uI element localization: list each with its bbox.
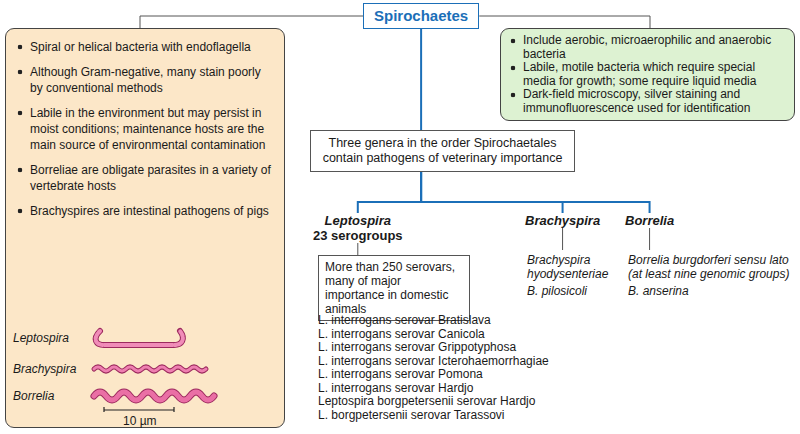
node-text: L. interrogans serovar Bratislava xyxy=(318,314,549,328)
borrelia-outline xyxy=(94,392,214,400)
brachyspira-outline xyxy=(94,367,206,371)
node-text: More than 250 serovars, many of major im… xyxy=(325,260,463,316)
connector-line xyxy=(649,228,650,250)
node-subtext: B. pilosicoli xyxy=(527,284,627,298)
node-subtext: Dark-field microscopy, silver staining a… xyxy=(509,88,786,115)
scale-bar-tick xyxy=(103,407,104,412)
node-subtext: Although Gram-negative, many stain poorl… xyxy=(16,64,274,96)
species-list: Brachyspira hyodysenteriae B. pilosicoli xyxy=(527,250,627,301)
genus-heading: Borrelia xyxy=(625,213,674,228)
node-text: Borrelia burgdorferi sensu lato (at leas… xyxy=(628,253,793,281)
connector-line xyxy=(562,228,563,250)
genus-heading: Brachyspira xyxy=(525,213,600,228)
node-text: Brachyspira hyodysenteriae xyxy=(527,253,627,281)
node-text: Borrelia xyxy=(625,213,674,228)
title-box: Spirochaetes xyxy=(363,3,479,29)
node-text: Include aerobic, microaerophilic and ana… xyxy=(509,34,786,61)
species-list: Borrelia burgdorferi sensu lato (at leas… xyxy=(628,250,793,301)
genus-heading: Leptospira23 serogroups xyxy=(313,213,403,243)
connector-line xyxy=(479,16,650,28)
connector-line xyxy=(420,29,422,130)
node-subtext: Labile in the environment but may persis… xyxy=(16,105,274,153)
node-subtext: Borreliae are obligate parasites in a va… xyxy=(16,162,274,194)
leptospira-coils xyxy=(96,331,183,345)
borrelia-figure xyxy=(94,392,214,400)
node-subtext: Labile, motile bacteria which require sp… xyxy=(509,61,786,88)
node-text: Three genera in the order Spirochaetales… xyxy=(319,136,566,166)
info-panel: Spiral or helical bacteria with endoflag… xyxy=(5,28,285,428)
scale-bar xyxy=(104,407,174,412)
node-subtext: B. anserina xyxy=(628,284,793,298)
connector-line xyxy=(421,172,649,213)
node-text: Spiral or helical bacteria with endoflag… xyxy=(16,39,274,55)
node-subtext: Leptospira borgpetersenii serovar Hardjo xyxy=(318,395,549,409)
brachyspira-body xyxy=(94,367,206,371)
node-subtext: L. borgpetersenii serovar Tarassovi xyxy=(318,409,549,423)
node-subtext: Borrelia xyxy=(13,389,54,403)
connector-line xyxy=(358,172,421,213)
node-subtext: L. interrogans serovar Icterohaemorrhagi… xyxy=(318,355,549,369)
scale-bar-line xyxy=(104,409,174,410)
connector-line xyxy=(357,243,358,255)
node-text: Leptospira xyxy=(313,213,403,228)
process-box: More than 250 serovars, many of major im… xyxy=(318,255,470,321)
node-subtext: L. interrogans serovar Grippotyphosa xyxy=(318,341,549,355)
connector-line xyxy=(421,172,562,213)
node-subtext: 23 serogroups xyxy=(313,228,403,243)
node-subtext: Brachyspires are intestinal pathogens of… xyxy=(16,203,274,219)
process-box: Three genera in the order Spirochaetales… xyxy=(310,130,575,172)
brachyspira-figure xyxy=(94,367,206,371)
node-subtext: Brachyspira xyxy=(13,362,76,376)
node-subtext: L. interrogans serovar Hardjo xyxy=(318,382,549,396)
node-subtext: L. interrogans serovar Canicola xyxy=(318,328,549,342)
scale-bar-tick xyxy=(173,407,174,412)
connector-line xyxy=(140,16,363,28)
leptospira-outline xyxy=(96,331,183,345)
borrelia-body xyxy=(94,392,214,400)
node-subtext: 10 µm xyxy=(123,414,157,428)
info-panel: Include aerobic, microaerophilic and ana… xyxy=(500,28,795,121)
node-subtext: Leptospira xyxy=(13,331,69,345)
leptospira-figure xyxy=(96,331,183,345)
node-text: Brachyspira xyxy=(525,213,600,228)
node-text: Spirochaetes xyxy=(374,7,468,25)
node-subtext: L. interrogans serovar Pomona xyxy=(318,368,549,382)
species-list: L. interrogans serovar BratislavaL. inte… xyxy=(318,312,549,422)
